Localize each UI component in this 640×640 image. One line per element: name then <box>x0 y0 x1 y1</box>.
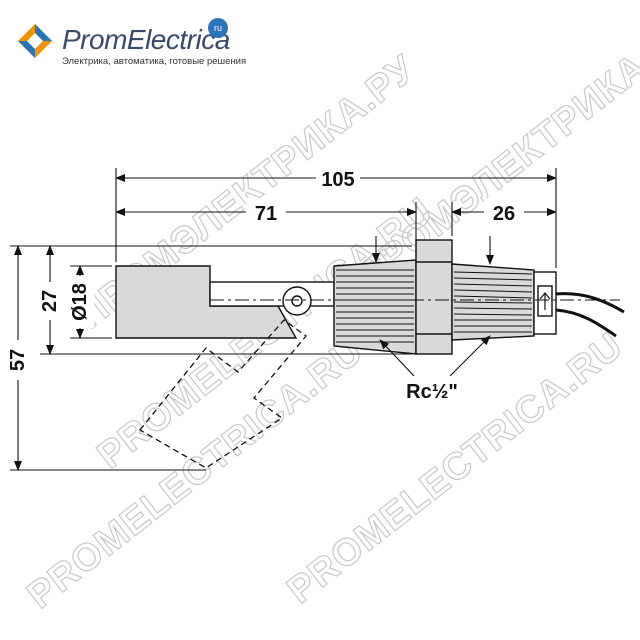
dim-total-length: 105 <box>321 169 354 191</box>
dim-float-length: 71 <box>255 203 277 225</box>
dim-float-diameter: Ø18 <box>69 283 91 321</box>
up-arrow-icon <box>539 292 551 310</box>
float-swing-dashed <box>139 319 307 469</box>
cables <box>555 292 625 338</box>
dim-thread-spec: Rc½" <box>406 381 458 403</box>
dim-thread-length: 26 <box>493 203 515 225</box>
company-logo: PromElectrica ru Электрика, автоматика, … <box>18 18 278 82</box>
float-arm <box>209 281 335 316</box>
dim-float-height: 27 <box>39 290 61 312</box>
brand-tagline: Электрика, автоматика, готовые решения <box>62 56 247 67</box>
dim-swing-height: 57 <box>7 349 29 371</box>
logo-mark-icon <box>18 24 52 58</box>
brand-name: PromElectrica <box>62 24 230 55</box>
threaded-body <box>333 239 557 355</box>
brand-badge: ru <box>208 18 228 38</box>
